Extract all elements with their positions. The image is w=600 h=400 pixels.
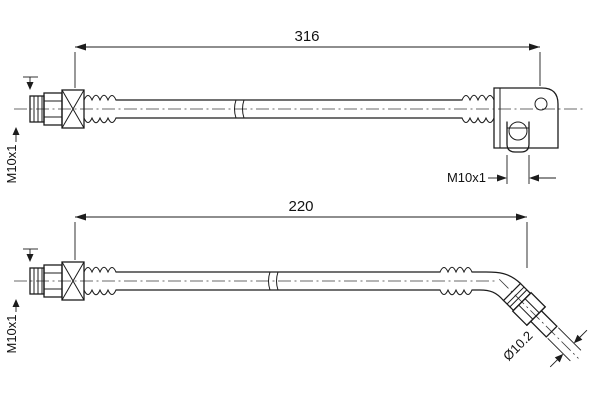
diameter-label: Ø10.2	[500, 328, 536, 364]
bracket-threaded-fitting	[506, 121, 530, 153]
bracket-thread-dimension: M10x1	[447, 155, 556, 185]
bottom-hose-body	[115, 266, 522, 302]
top-left-thread-callout: M10x1	[4, 127, 20, 184]
top-left-fitting	[29, 89, 117, 129]
bottom-view-hose: 220 M10x1	[4, 198, 588, 368]
dimension-220-label: 220	[288, 198, 313, 215]
top-view-hose: 316 M10x1	[4, 28, 586, 185]
bracket-hole	[534, 97, 548, 111]
bottom-angled-fitting	[498, 278, 588, 368]
thread-label-top-left: M10x1	[4, 144, 19, 183]
thread-label-bottom-left: M10x1	[4, 314, 19, 353]
top-hose-body	[115, 94, 495, 124]
bottom-left-thread-callout: M10x1	[4, 299, 20, 354]
bracket-fitting-hole	[508, 121, 528, 141]
top-length-dimension: 316	[74, 28, 541, 88]
top-left-mini-dimension	[23, 76, 38, 90]
top-right-bracket	[493, 87, 559, 153]
bottom-length-dimension: 220	[74, 198, 528, 268]
bottom-left-fitting	[29, 261, 117, 301]
dimension-316-label: 316	[294, 28, 319, 45]
thread-label-bracket: M10x1	[447, 170, 486, 185]
bottom-left-mini-dimension	[23, 248, 38, 262]
